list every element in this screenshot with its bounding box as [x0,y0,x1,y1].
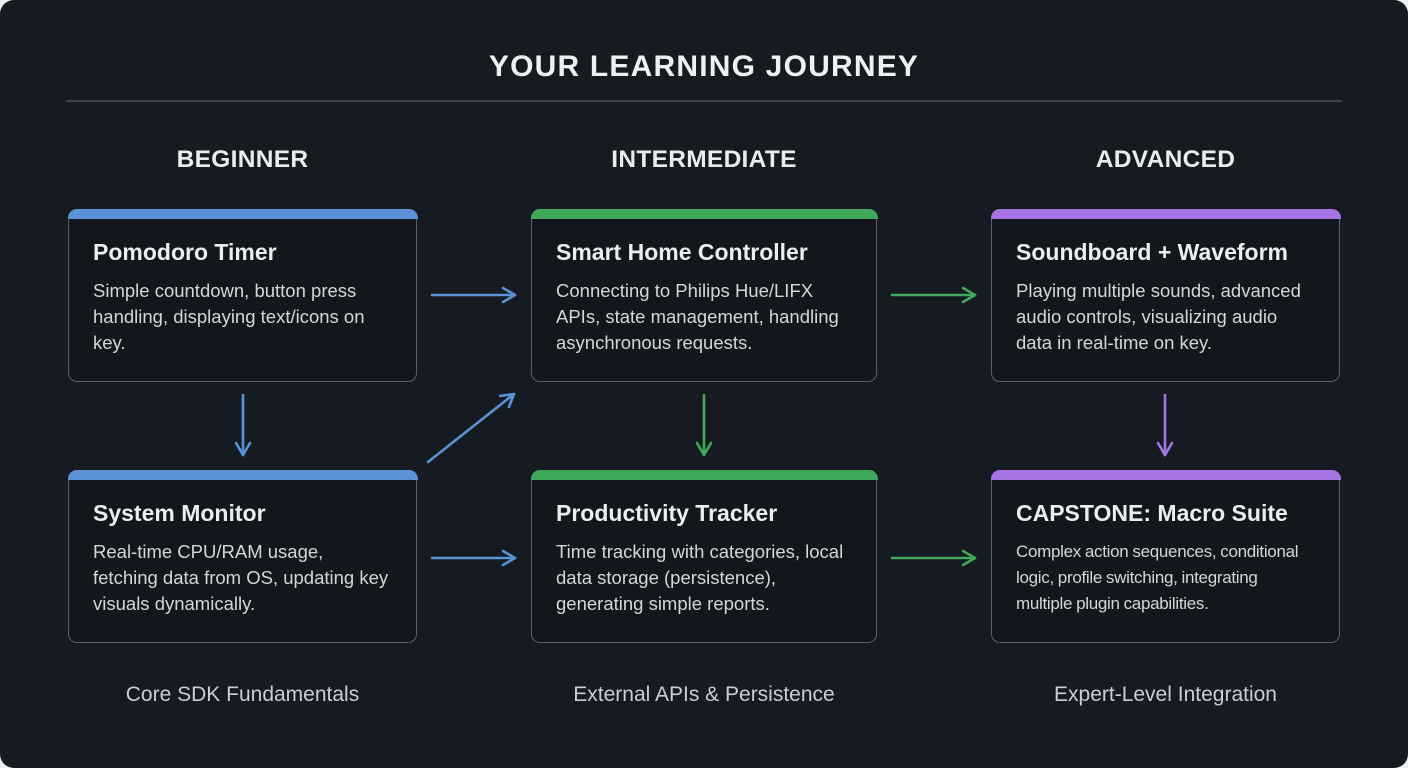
column-caption-beginner: Core SDK Fundamentals [125,683,360,706]
card-system-monitor: System Monitor Real-time CPU/RAM usage, … [67,469,418,643]
card-title: System Monitor [93,499,266,526]
card-title: Productivity Tracker [556,499,778,526]
column-header-advanced: ADVANCED [1095,146,1236,173]
card-soundboard-waveform: Soundboard + Waveform Playing multiple s… [990,208,1341,382]
card-accent-bar [67,469,418,480]
card-accent-bar [530,469,878,480]
column-caption-intermediate: External APIs & Persistence [573,683,835,706]
card-description: Simple countdown, button press handling,… [93,280,365,354]
card-capstone-macro-suite: CAPSTONE: Macro Suite Complex action seq… [990,469,1341,643]
column-header-intermediate: INTERMEDIATE [611,146,797,173]
card-accent-bar [990,469,1341,480]
page-title: YOUR LEARNING JOURNEY [488,50,920,83]
card-productivity-tracker: Productivity Tracker Time tracking with … [530,469,878,643]
card-accent-bar [530,208,878,219]
card-accent-bar [990,208,1341,219]
card-accent-bar [67,208,418,219]
card-description: Time tracking with categories, local dat… [556,541,844,615]
column-header-beginner: BEGINNER [176,146,309,173]
card-description: Complex action sequences, conditional lo… [1016,542,1299,614]
card-description: Real-time CPU/RAM usage, fetching data f… [93,541,389,615]
card-description: Connecting to Philips Hue/LIFX APIs, sta… [556,280,839,354]
arrow-sysmonitor-to-smarthome [426,392,516,464]
card-title: Soundboard + Waveform [1016,238,1288,265]
card-title: CAPSTONE: Macro Suite [1016,499,1288,526]
card-title: Pomodoro Timer [93,238,277,265]
card-title: Smart Home Controller [556,238,808,265]
column-caption-advanced: Expert-Level Integration [1054,683,1277,706]
card-description: Playing multiple sounds, advanced audio … [1016,280,1301,354]
card-smart-home-controller: Smart Home Controller Connecting to Phil… [530,208,878,382]
card-pomodoro-timer: Pomodoro Timer Simple countdown, button … [67,208,418,382]
title-divider [66,100,1342,102]
